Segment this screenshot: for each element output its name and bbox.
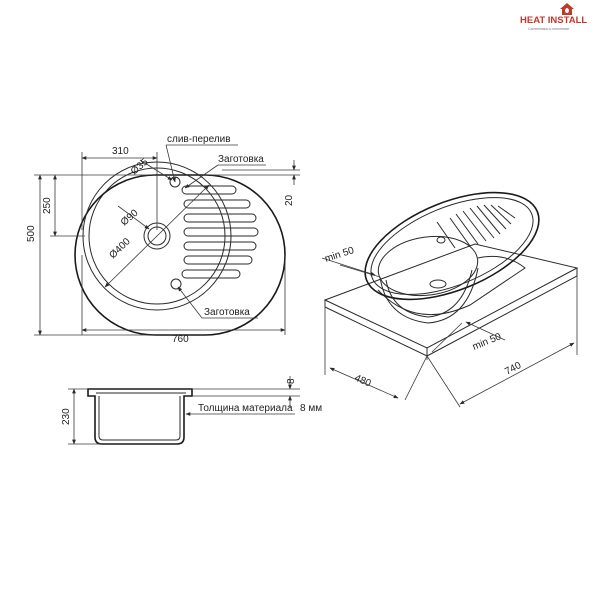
iso-dim-line-740	[459, 342, 575, 405]
dia-90-label: Ø90	[119, 207, 141, 228]
brand-tagline: Сантехника и отопление	[528, 27, 569, 31]
blank-hole-bottom	[170, 278, 182, 290]
dia-leader-35	[139, 159, 173, 181]
dia-35-label: Ø35	[129, 156, 151, 177]
section-view: 230 8 Толщина материала 8 мм	[61, 376, 322, 445]
iso-dim-line-min50-top	[321, 257, 376, 276]
material-label: Толщина материала	[198, 403, 293, 414]
iso-740-label: 740	[503, 360, 523, 378]
section-profile	[87, 388, 193, 445]
brand-logo: HEAT INSTALL Сантехника и отопление	[520, 3, 587, 31]
blank-bottom-label: Заготовка	[204, 307, 250, 318]
top-view: 760 310 500 250 20 Ø35 Ø90 Ø400 слив-пер…	[26, 134, 300, 345]
iso-dim-line-min50-side	[465, 321, 506, 341]
dim-760-label: 760	[172, 334, 189, 345]
cutout	[377, 255, 526, 316]
house-icon	[560, 3, 574, 15]
dia-leader-90	[117, 205, 150, 230]
iso-480-label: 480	[353, 373, 373, 390]
overflow-label: слив-перелив	[167, 134, 231, 145]
material-value: 8 мм	[300, 403, 322, 414]
dim-310-label: 310	[112, 146, 129, 157]
isometric-view: min 50 min 50 480 740	[321, 191, 579, 408]
dia-400-label: Ø400	[107, 236, 133, 261]
iso-rim-inner	[370, 197, 534, 295]
iso-bowl	[377, 235, 479, 297]
brand-name: HEAT INSTALL	[520, 15, 587, 26]
iso-min50-top-label: min 50	[324, 245, 356, 265]
sink-outline	[74, 174, 286, 336]
dim-8-label: 8	[286, 378, 297, 384]
iso-rim-outer	[364, 191, 540, 301]
iso-min50-side-label: min 50	[471, 331, 503, 353]
dim-20-label: 20	[284, 194, 295, 206]
dim-250-label: 250	[42, 197, 53, 214]
iso-overflow	[436, 236, 446, 244]
iso-drainboard-ribs	[436, 204, 516, 249]
iso-dim-line-480	[329, 367, 399, 399]
section-profile-inner	[96, 392, 186, 441]
dim-500-label: 500	[26, 225, 37, 242]
iso-drain	[429, 279, 447, 289]
dim-230-label: 230	[61, 408, 72, 425]
dia-leader-400	[104, 184, 210, 288]
blank-top-label: Заготовка	[218, 154, 264, 165]
